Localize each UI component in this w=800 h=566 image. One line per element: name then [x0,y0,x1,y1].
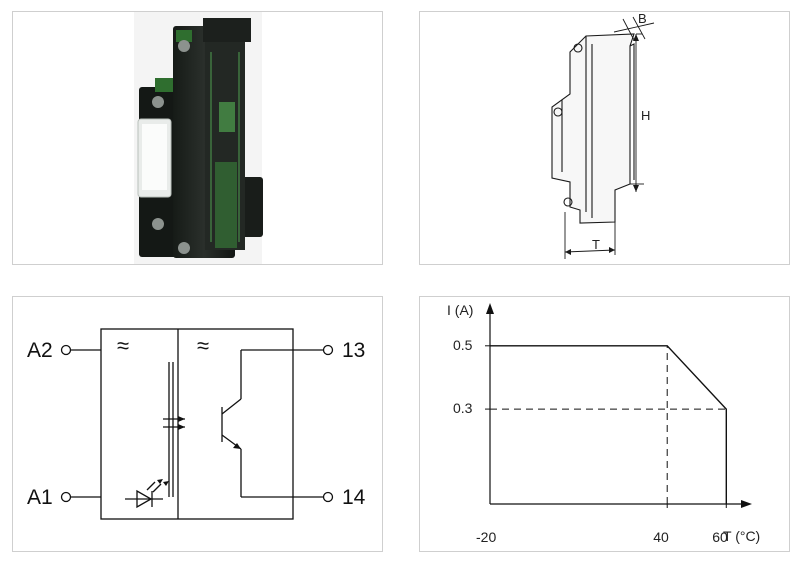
led-diode-icon [125,481,163,509]
module-outline [551,33,635,224]
dimension-drawing-panel: B H T [419,11,790,265]
product-photo-panel [12,11,383,265]
y-tick-label-1: 0.3 [453,400,473,417]
relay-housing-outline [100,328,294,520]
dimension-label-depth: T [592,237,600,252]
ac-symbol-output: ≈ [197,333,210,358]
dimension-label-width: B [638,11,647,26]
y-tick-label-0: 0.5 [453,336,473,353]
terminal-14-circle [322,491,334,503]
derating-curve-0 [490,345,727,504]
terminal-label-14: 14 [342,486,366,509]
terminal-a1-circle [60,491,72,503]
terminal-label-13: 13 [342,339,366,362]
terminal-13-circle [322,344,334,356]
product-photo [134,12,263,264]
transistor-icon [221,349,323,498]
circuit-diagram-panel: A2 A1 13 14 ≈ ≈ [12,296,383,552]
terminal-a2-circle [60,344,72,356]
y-axis-label: I (A) [447,302,474,318]
circuit-diagram [60,328,334,520]
circuit-arrowheads [157,416,241,486]
x-tick-label-2: 60 [712,529,728,545]
dimension-lines [564,16,655,259]
dimension-arrowheads [565,34,639,255]
relay-module-image [137,18,263,258]
x-tick-label-0: -20 [476,529,497,545]
terminal-label-a2: A2 [27,339,53,362]
derating-chart-panel: I (A) T (°C) 0.5 0.3 -20 40 60 [419,296,790,552]
y-axis-arrowhead [486,303,494,314]
dimension-label-height: H [641,108,651,123]
x-tick-label-1: 40 [653,529,669,545]
derating-chart [485,303,752,508]
ac-symbol-input: ≈ [117,333,130,358]
x-axis-label: T (°C) [723,528,761,544]
terminal-label-a1: A1 [27,486,53,509]
dimension-drawing [551,16,655,259]
x-axis-arrowhead [741,500,752,508]
